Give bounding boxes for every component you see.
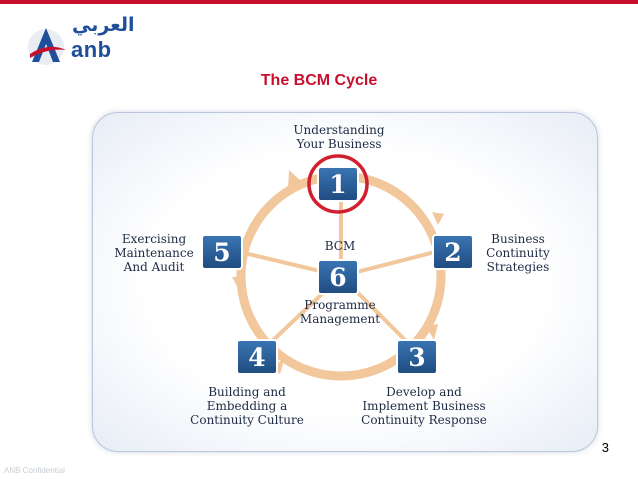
center-label-bottom: Programme Management [285,298,395,326]
highlight-circle [307,154,369,214]
step-box-4: 4 [236,339,278,375]
confidential-footer: ANB Confidential [4,466,65,475]
step-number-3: 3 [408,343,425,372]
step-number-4: 4 [248,343,265,372]
step-label-5-line: And Audit [123,260,185,274]
arrow-head-icon [426,324,438,340]
center-label-line: Management [299,312,381,326]
slide-number: 3 [601,440,609,455]
logo-arabic-text: العربي [72,14,135,36]
step-box-3: 3 [396,339,438,375]
step-box-5: 5 [201,234,243,270]
top-accent-bar [0,0,638,4]
step-label-4: Building and Embedding a Continuity Cult… [182,385,312,427]
center-label-line: Programme [304,298,376,312]
step-label-2-line: Continuity [486,246,550,260]
center-number: 6 [329,263,346,292]
arrow-head-icon [288,170,300,190]
step-label-1-line: Understanding [293,123,385,137]
slide-title: The BCM Cycle [260,72,378,89]
arrow-head-icon [432,212,444,225]
step-number-2: 2 [444,238,461,267]
step-number-1: 1 [329,170,346,199]
logo-mark-icon [28,28,66,65]
arrow-head-icon [232,277,244,288]
step-label-3-line: Continuity Response [361,413,487,427]
step-label-5-line: Maintenance [114,246,194,260]
step-label-4-line: Continuity Culture [190,413,304,427]
step-label-3-line: Implement Business [362,399,486,413]
step-label-4-line: Building and [208,385,286,399]
step-label-1: Understanding Your Business [270,123,408,151]
step-label-5: Exercising Maintenance And Audit [108,232,200,274]
step-label-2: Business Continuity Strategies [477,232,559,274]
step-label-2-line: Strategies [486,260,550,274]
step-label-3-line: Develop and [386,385,462,399]
step-number-5: 5 [213,238,230,267]
step-box-2: 2 [432,234,474,270]
logo-latin-text: anb [71,37,112,62]
step-label-3: Develop and Implement Business Continuit… [354,385,494,427]
step-label-4-line: Embedding a [206,399,288,413]
center-label-top: BCM [324,239,356,253]
step-label-1-line: Your Business [296,137,382,151]
step-box-1: 1 [317,166,359,202]
step-label-2-line: Business [491,232,545,246]
step-label-5-line: Exercising [121,232,187,246]
center-box-6: 6 [317,259,359,295]
